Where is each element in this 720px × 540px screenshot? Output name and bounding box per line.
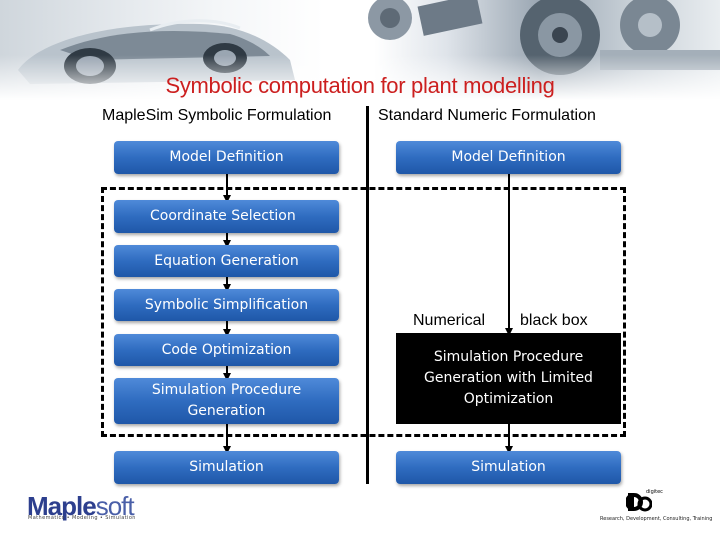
right-step-model-definition: Model Definition	[396, 141, 621, 174]
column-divider	[366, 106, 369, 484]
digitec-logo	[626, 493, 652, 512]
left-step-model-definition: Model Definition	[114, 141, 339, 174]
left-step-procedure-generation: Simulation Procedure Generation	[114, 378, 339, 424]
numerical-label: Numerical	[413, 312, 486, 329]
right-step-simulation: Simulation	[396, 451, 621, 484]
left-step-code-optimization: Code Optimization	[114, 334, 339, 366]
right-step-procedure-black-box: Simulation Procedure Generation with Lim…	[396, 333, 621, 424]
maplesoft-logo-part-b: soft	[95, 491, 135, 521]
header-banner	[0, 0, 720, 100]
right-column-heading: Standard Numeric Formulation	[378, 107, 596, 124]
formulation-dashed-frame	[101, 187, 626, 437]
maplesoft-tagline: Mathematics • Modeling • Simulation	[28, 515, 136, 521]
left-step-equation-generation: Equation Generation	[114, 245, 339, 277]
maplesoft-logo-part-a: Maple	[27, 491, 97, 521]
digitec-tagline: Research, Development, Consulting, Train…	[600, 516, 713, 522]
left-column-heading: MapleSim Symbolic Formulation	[102, 107, 332, 124]
left-step-simulation: Simulation	[114, 451, 339, 484]
maplesoft-logo: Maplesoft	[27, 491, 135, 521]
left-step-symbolic-simplification: Symbolic Simplification	[114, 289, 339, 321]
left-step-coordinate-selection: Coordinate Selection	[114, 200, 339, 233]
slide-title: Symbolic computation for plant modelling	[165, 73, 555, 98]
digitec-brand: digitec	[646, 489, 663, 495]
black-box-label: black box	[520, 312, 588, 329]
